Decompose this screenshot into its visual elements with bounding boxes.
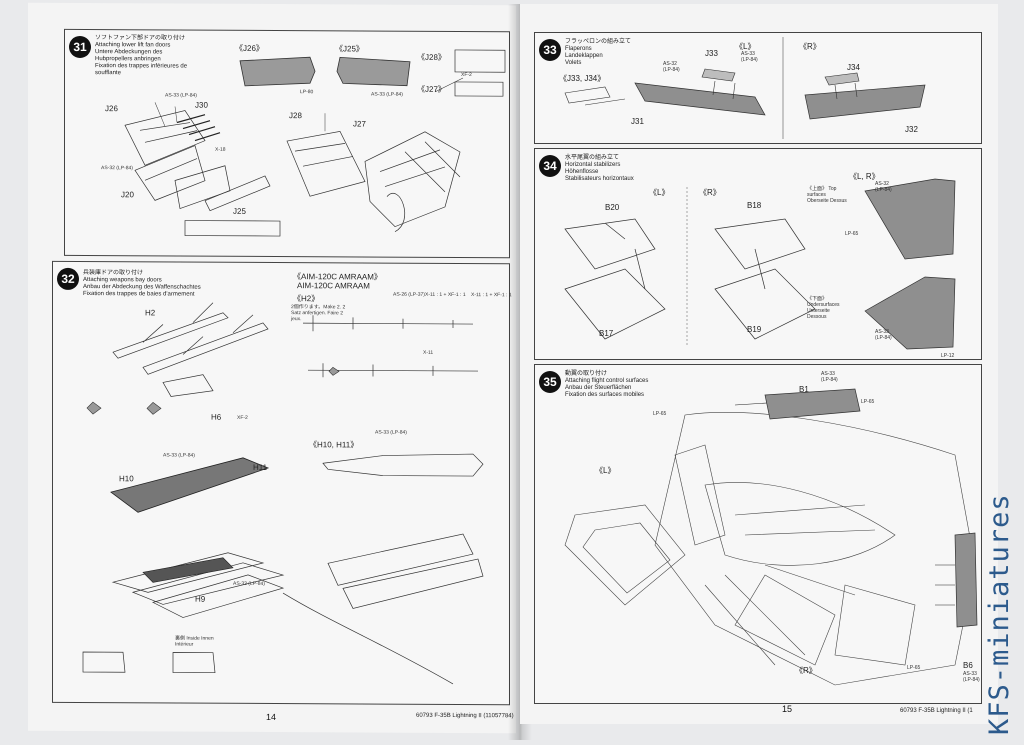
- label-as32: AS-32 (LP-84): [101, 165, 133, 172]
- label-x18: X-18: [215, 146, 226, 153]
- label-h10: H10: [119, 474, 134, 484]
- label-as33-h9: AS-33 (LP-84): [233, 580, 265, 587]
- label-l: 《L》: [735, 42, 756, 51]
- label-b17: B17: [599, 329, 614, 338]
- step-32-drawing: [82, 302, 484, 685]
- step-number: 35: [539, 371, 561, 393]
- label-j26: J26: [105, 104, 118, 114]
- label-r: 《R》: [699, 188, 721, 197]
- label-b1: B1: [799, 385, 809, 394]
- label-j27-top: 《J27》: [417, 84, 446, 94]
- label-b18: B18: [747, 201, 762, 210]
- label-h6: H6: [211, 412, 222, 422]
- label-b19: B19: [747, 325, 762, 334]
- label-x11-b: X-11 : 1 + XF-1 : 1: [471, 292, 512, 299]
- label-h2-note: 2個作ります。Make 2. 2 Satz anfertigen. Faire …: [291, 304, 346, 323]
- label-j28-top: 《J28》: [417, 52, 446, 62]
- label-as33-l: AS-33 (LP-84): [741, 51, 758, 63]
- label-lp65-bottom: LP-65: [907, 665, 921, 671]
- label-j33-j34-header: 《J33, J34》: [559, 74, 606, 83]
- label-x11-c: X-11: [423, 349, 434, 356]
- label-x11-a: X-11 : 1 + XF-1 : 1: [425, 291, 466, 299]
- label-h2: H2: [145, 308, 156, 318]
- label-as33: AS-33 (LP-84): [875, 329, 892, 341]
- page-footer: 60793 F-35B Lightning II (1: [900, 708, 973, 714]
- label-aim120-en: AIM-120C AMRAAM: [297, 281, 370, 291]
- page-number: 14: [266, 711, 277, 723]
- label-l: 《L》: [649, 188, 670, 197]
- label-as33-top: AS-33 (LP-84): [821, 371, 838, 383]
- label-j33: J33: [705, 49, 718, 58]
- label-j28: J28: [289, 111, 302, 121]
- label-j32: J32: [905, 125, 918, 134]
- label-j27: J27: [353, 119, 366, 129]
- label-as33-h10: AS-33 (LP-84): [163, 452, 195, 459]
- label-as32: AS-32 (LP-84): [875, 181, 892, 193]
- label-h10-h11-header: 《H10, H11》: [309, 440, 359, 450]
- label-j20: J20: [121, 190, 134, 200]
- label-top-surfaces: 《上面》 Top surfaces Oberseite Dessus: [807, 186, 847, 204]
- label-as26: AS-26 (LP-37): [393, 291, 425, 298]
- label-l: 《L》: [595, 466, 616, 475]
- label-as32-l: AS-32 (LP-84): [663, 61, 680, 73]
- step-34-drawing: [564, 178, 956, 350]
- step-number: 33: [539, 39, 561, 61]
- label-j25-top: 《J25》: [335, 44, 364, 54]
- label-as33-j25: AS-33 (LP-84): [371, 91, 403, 98]
- label-lp65-top: LP-65: [845, 231, 859, 237]
- label-xf2: XF-2: [461, 71, 472, 79]
- label-r: 《R》: [799, 42, 821, 51]
- label-lp65-top: LP-65: [861, 399, 875, 405]
- label-r: 《R》: [795, 666, 817, 675]
- step-35-drawing: [564, 388, 978, 686]
- watermark: KFS-miniatures: [984, 493, 1015, 735]
- step-31-drawing: [124, 49, 506, 237]
- label-h9: H9: [195, 594, 206, 604]
- label-as33-h10h11: AS-33 (LP-84): [375, 429, 407, 436]
- step-number: 34: [539, 155, 561, 177]
- page-number: 15: [782, 704, 793, 714]
- label-j26-top: 《J26》: [235, 43, 264, 53]
- label-j25: J25: [233, 206, 246, 216]
- label-j34: J34: [847, 63, 860, 72]
- label-inside: 裏側 Inside Innen Intérieur: [175, 635, 214, 648]
- label-j30: J30: [195, 100, 208, 110]
- label-h11: H11: [253, 462, 268, 472]
- page-footer: 60793 F-35B Lightning II (11057784): [416, 712, 514, 720]
- label-undersurfaces: 《下面》 Undersurfaces Unterseite Dessous: [807, 296, 840, 320]
- label-as33-bottom: AS-33 (LP-84): [963, 671, 980, 683]
- label-lp12: LP-12: [941, 353, 955, 359]
- label-l-r: 《L, R》: [849, 172, 880, 181]
- label-lp65-left: LP-65: [653, 411, 667, 417]
- label-lp80: LP-80: [300, 89, 314, 96]
- label-xf2: XF-2: [237, 414, 248, 421]
- label-b6: B6: [963, 661, 973, 670]
- step-33-drawing: [564, 37, 926, 139]
- label-b20: B20: [605, 203, 620, 212]
- label-j31: J31: [631, 117, 644, 126]
- label-as33-j26: AS-33 (LP-84): [165, 92, 197, 99]
